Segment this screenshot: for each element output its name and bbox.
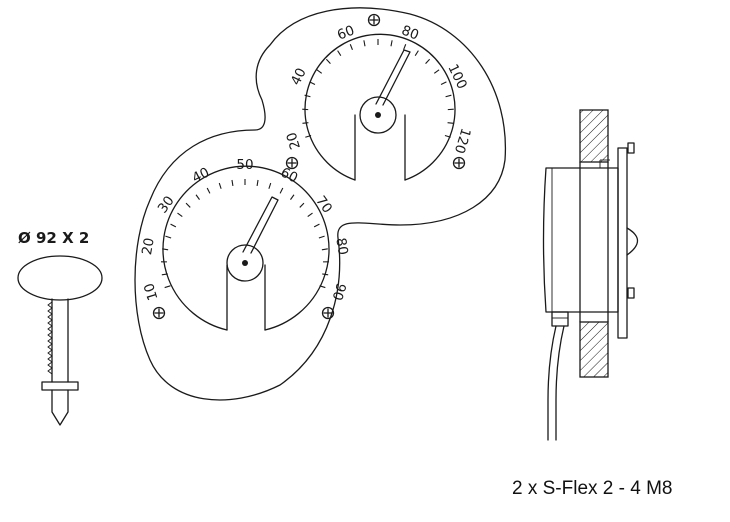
scale-tick [337, 50, 342, 56]
scale-tick [170, 223, 177, 228]
plate-bolt-top [627, 142, 635, 154]
scale-label: 60 [335, 22, 357, 43]
scale-tick [403, 44, 407, 51]
scale-label: 30 [155, 193, 178, 216]
wall-section-upper [579, 109, 609, 163]
front-plate [617, 147, 628, 339]
scale-tick [444, 134, 451, 138]
scale-tick [390, 40, 393, 47]
scale-tick [290, 194, 295, 200]
dial-small-hub [359, 96, 397, 134]
front-knob [626, 227, 639, 256]
scale-tick [177, 212, 183, 218]
scale-tick [414, 50, 419, 56]
dial-large-needle [242, 196, 279, 254]
scale-tick [309, 81, 316, 86]
screw-thread [47, 301, 53, 375]
scale-tick [279, 187, 284, 194]
scale-tick [447, 122, 454, 124]
scale-label: 80 [399, 22, 421, 43]
scale-tick [268, 182, 272, 189]
scale-tick [425, 58, 431, 65]
scale-label: 70 [312, 193, 335, 216]
scale-tick [440, 81, 447, 86]
cable-left [547, 325, 557, 441]
scale-tick [349, 44, 353, 51]
mounting-screw-icon [152, 306, 166, 320]
dial-large: 10 20 30 40 50 60 70 80 90 [139, 157, 351, 331]
mounting-screw-icon [285, 156, 299, 170]
dial-small-pivot [375, 112, 381, 118]
dial-large-hub [226, 244, 264, 282]
mounting-screw-icon [321, 306, 335, 320]
scale-tick [325, 58, 331, 65]
side-section-view [542, 109, 639, 441]
scale-label: 40 [288, 65, 310, 87]
scale-label: 40 [190, 164, 213, 186]
scale-label: 60 [278, 164, 301, 186]
scale-tick [161, 273, 168, 276]
plate-outline [134, 7, 507, 401]
meter-housing [542, 167, 619, 313]
scale-tick [231, 179, 234, 187]
scale-tick [165, 235, 172, 239]
scale-label: 50 [236, 157, 253, 173]
screw-cap [17, 255, 103, 301]
scale-tick [363, 40, 366, 47]
scale-tick [302, 122, 309, 124]
scale-tick [319, 285, 326, 289]
dial-small-arc [304, 33, 456, 181]
scale-label: 90 [329, 281, 349, 302]
screw-tip [51, 389, 69, 426]
plate-bolt-bottom [627, 287, 635, 299]
scale-tick [206, 187, 211, 194]
cable-right [555, 325, 565, 441]
scale-tick [313, 223, 320, 228]
scale-tick [185, 202, 191, 208]
scale-tick [299, 202, 305, 208]
screw-collar [41, 381, 79, 391]
dial-large-scale: 10 20 30 40 50 60 70 80 90 [139, 157, 351, 302]
mounting-screw-icon [367, 13, 381, 27]
scale-tick [218, 182, 222, 189]
scale-tick [316, 69, 323, 74]
scale-label: 20 [139, 237, 158, 257]
scale-tick [433, 69, 440, 74]
scale-tick [256, 179, 259, 187]
product-caption: 2 x S-Flex 2 - 4 M8 [512, 478, 673, 499]
cable-gland [551, 311, 569, 327]
scale-label: 20 [284, 130, 304, 151]
dial-large-ticks [161, 179, 329, 289]
scale-tick [195, 194, 200, 200]
scale-tick [307, 212, 313, 218]
scale-tick [321, 248, 328, 251]
scale-tick [304, 94, 311, 98]
scale-label: 120 [451, 126, 474, 155]
scale-label: 80 [332, 237, 351, 257]
scale-tick [305, 134, 312, 138]
screw-dimension-label: Ø 92 X 2 [18, 229, 89, 247]
dial-large-pivot [242, 260, 248, 266]
dial-small-ticks [302, 39, 454, 138]
scale-tick [445, 94, 452, 98]
scale-tick [164, 285, 171, 289]
dial-large-arc [162, 165, 330, 331]
wall-section-lower [579, 321, 609, 378]
scale-tick [322, 273, 329, 276]
screw-assembly: Ø 92 X 2 [17, 229, 103, 426]
scale-tick [162, 248, 169, 251]
mounting-screw-icon [452, 156, 466, 170]
scale-tick [318, 235, 325, 239]
dial-small-needle [375, 49, 411, 106]
scale-label: 10 [141, 281, 161, 302]
